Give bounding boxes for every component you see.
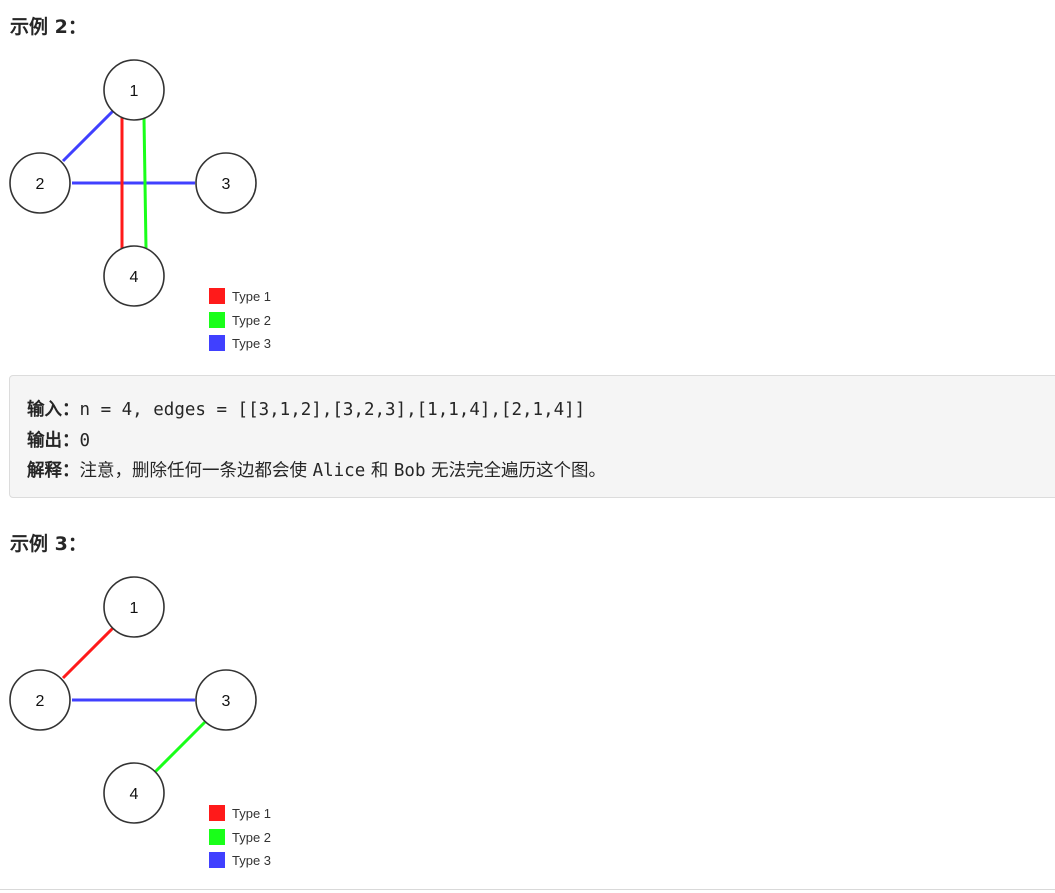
output-line: 输出：0 xyxy=(27,427,90,452)
svg-text:2: 2 xyxy=(36,176,45,193)
input-value: n = 4, edges = [[3,1,2],[3,2,3],[1,1,4],… xyxy=(79,400,586,420)
legend-label-type2: Type 2 xyxy=(232,830,271,845)
svg-text:4: 4 xyxy=(130,269,139,286)
example-3-heading: 示例 3： xyxy=(10,533,87,555)
edge-1-4-type2 xyxy=(142,117,148,249)
svg-text:4: 4 xyxy=(130,786,139,803)
example-3-graph: 1 2 3 4 Type 1 Type 2 Type 3 xyxy=(9,576,271,868)
legend: Type 1 Type 2 Type 3 xyxy=(209,288,271,351)
explanation-bob: Bob xyxy=(393,461,426,481)
legend-swatch-type2 xyxy=(209,829,225,845)
node-1: 1 xyxy=(103,576,165,638)
legend-label-type3: Type 3 xyxy=(232,336,271,351)
legend-swatch-type2 xyxy=(209,312,225,328)
svg-text:3: 3 xyxy=(222,693,231,710)
output-label: 输出： xyxy=(27,431,80,451)
divider xyxy=(0,889,1055,890)
edge-1-2-type1 xyxy=(61,626,115,680)
explanation-label: 解释： xyxy=(27,461,80,481)
edge-3-4-type2 xyxy=(153,720,207,774)
node-2: 2 xyxy=(9,669,71,731)
node-1: 1 xyxy=(103,59,165,121)
example-2-heading: 示例 2： xyxy=(10,16,87,38)
input-label: 输入： xyxy=(27,400,80,420)
explanation-text-b: 和 xyxy=(365,461,394,481)
example-2-graph: 1 2 3 4 Type 1 Type 2 Type 3 xyxy=(9,59,271,351)
node-3: 3 xyxy=(195,152,257,214)
edge-1-2-type3 xyxy=(61,109,115,163)
node-2: 2 xyxy=(9,152,71,214)
input-line: 输入：n = 4, edges = [[3,1,2],[3,2,3],[1,1,… xyxy=(27,396,585,421)
legend-label-type2: Type 2 xyxy=(232,313,271,328)
legend-label-type3: Type 3 xyxy=(232,853,271,868)
explanation-alice: Alice xyxy=(312,461,366,481)
svg-text:1: 1 xyxy=(130,83,139,100)
legend-swatch-type3 xyxy=(209,852,225,868)
legend-swatch-type3 xyxy=(209,335,225,351)
explanation-line: 解释：注意，删除任何一条边都会使 Alice 和 Bob 无法完全遍历这个图。 xyxy=(27,457,606,482)
legend-swatch-type1 xyxy=(209,805,225,821)
svg-text:3: 3 xyxy=(222,176,231,193)
node-4: 4 xyxy=(103,762,165,824)
legend-label-type1: Type 1 xyxy=(232,806,271,821)
node-3: 3 xyxy=(195,669,257,731)
legend-swatch-type1 xyxy=(209,288,225,304)
svg-text:2: 2 xyxy=(36,693,45,710)
svg-text:1: 1 xyxy=(130,600,139,617)
output-value: 0 xyxy=(79,431,91,451)
explanation-text-c: 无法完全遍历这个图。 xyxy=(425,461,607,481)
node-4: 4 xyxy=(103,245,165,307)
legend: Type 1 Type 2 Type 3 xyxy=(209,805,271,868)
example-2-io-block: 输入：n = 4, edges = [[3,1,2],[3,2,3],[1,1,… xyxy=(9,375,1055,498)
legend-label-type1: Type 1 xyxy=(232,289,271,304)
explanation-text-a: 注意，删除任何一条边都会使 xyxy=(79,461,313,481)
